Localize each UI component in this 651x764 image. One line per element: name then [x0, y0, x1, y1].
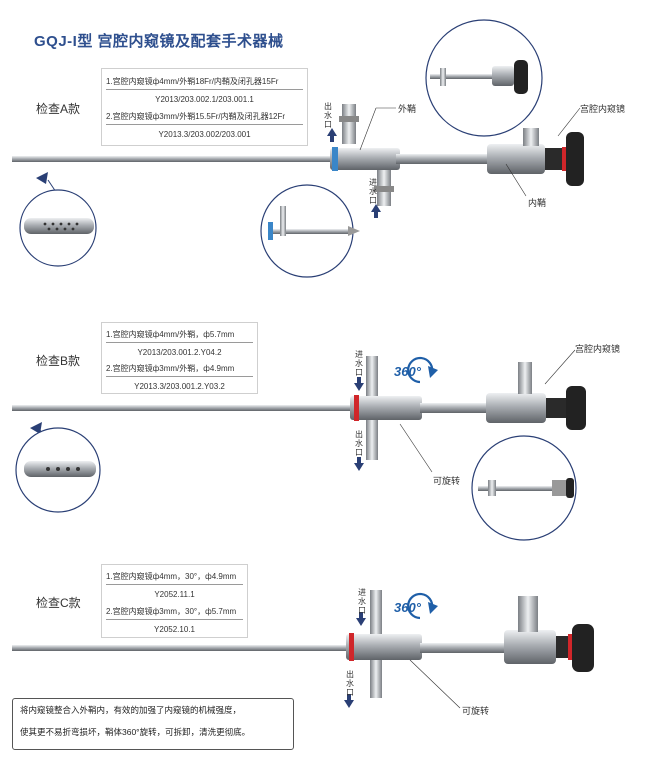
spec-divider	[106, 584, 243, 585]
inner-sheath-callout: 内鞘	[528, 198, 547, 208]
spec-divider	[106, 89, 303, 90]
outer-sheath-callout: 外鞘	[398, 104, 417, 114]
section-b-spec-box: 1.宫腔内窥镜ф4mm/外鞘，ф5.7mm Y2013/203.001.2.Y0…	[101, 322, 258, 394]
spec-code: Y2052.11.1	[154, 590, 195, 599]
scope-callout: 宫腔内窥镜	[580, 104, 626, 114]
feature-note: 将内窥镜整合入外鞘内，有效的加强了内窥镜的机械强度， 使其更不易折弯损坏，鞘体3…	[12, 698, 294, 750]
spec-line: 2.宫腔内窥镜ф3mm，30°，ф5.7mm	[106, 607, 237, 616]
section-c-spec-box: 1.宫腔内窥镜ф4mm，30°，ф4.9mm Y2052.11.1 2.宫腔内窥…	[101, 564, 248, 638]
spec-code: Y2013/203.002.1/203.001.1	[155, 95, 254, 104]
section-b-label: 检查B款	[36, 354, 81, 368]
spec-line: 2.宫腔内窥镜ф3mm/外鞘15.5Fr/内鞘及闭孔器12Fr	[106, 112, 286, 121]
section-c-label: 检查C款	[36, 596, 81, 610]
scope-b-illustration	[12, 356, 586, 460]
inlet-callout: 进水口	[355, 350, 363, 377]
section-a-label: 检查A款	[36, 102, 81, 116]
note-line-1: 将内窥镜整合入外鞘内，有效的加强了内窥镜的机械强度，	[20, 705, 242, 715]
spec-code: Y2013.3/203.002/203.001	[158, 130, 251, 139]
section-a-spec-box: 1.宫腔内窥镜ф4mm/外鞘18Fr/内鞘及闭孔器15Fr Y2013/203.…	[101, 68, 308, 146]
rotatable-callout: 可旋转	[433, 476, 461, 486]
scope-c-illustration	[12, 590, 594, 698]
spec-divider	[106, 376, 253, 377]
scope-a-illustration	[12, 104, 584, 206]
spec-line: 2.宫腔内窥镜ф3mm/外鞘，ф4.9mm	[106, 364, 235, 373]
page-title: GQJ-I型 宫腔内窥镜及配套手术器械	[34, 33, 284, 50]
spec-divider	[106, 342, 253, 343]
spec-code: Y2013.3/203.001.2.Y03.2	[134, 382, 225, 391]
outlet-callout: 出水口	[355, 430, 363, 457]
scope-callout: 宫腔内窥镜	[575, 344, 621, 354]
spec-line: 1.宫腔内窥镜ф4mm/外鞘，ф5.7mm	[106, 330, 235, 339]
rotation-label: 360°	[394, 364, 421, 379]
spec-divider	[106, 619, 243, 620]
inlet-callout: 进水口	[369, 178, 377, 205]
spec-code: Y2013/203.001.2.Y04.2	[137, 348, 222, 357]
spec-line: 1.宫腔内窥镜ф4mm，30°，ф4.9mm	[106, 572, 237, 581]
outlet-callout: 出水口	[324, 102, 332, 129]
spec-code: Y2052.10.1	[154, 625, 195, 634]
spec-divider	[106, 124, 303, 125]
spec-line: 1.宫腔内窥镜ф4mm/外鞘18Fr/内鞘及闭孔器15Fr	[106, 77, 279, 86]
rotatable-callout: 可旋转	[462, 706, 490, 716]
rotation-label: 360°	[394, 600, 421, 615]
note-line-2: 使其更不易折弯损坏，鞘体360°旋转，可拆卸，清洗更彻底。	[20, 727, 251, 737]
inlet-callout: 进水口	[358, 588, 366, 615]
outlet-callout: 出水口	[346, 670, 354, 697]
